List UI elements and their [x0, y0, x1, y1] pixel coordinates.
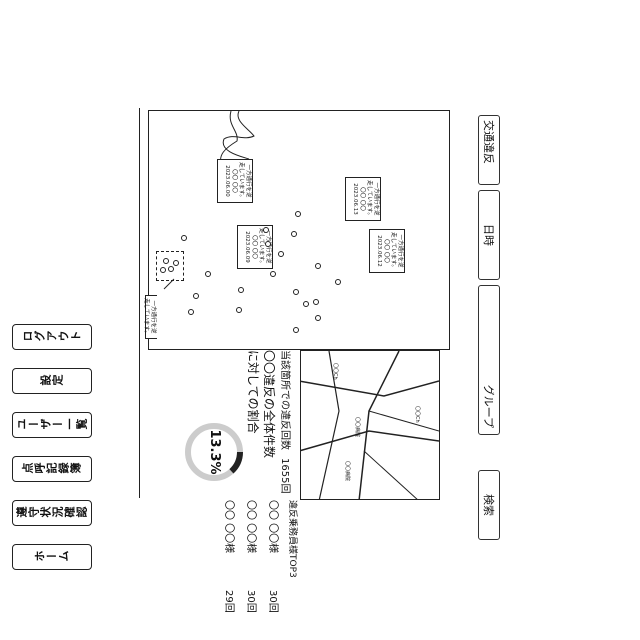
- menu-settings-label: 設定: [40, 373, 64, 389]
- ratio-label-1: 〇〇違反の全体件数: [261, 350, 278, 458]
- violation-point[interactable]: [270, 271, 276, 277]
- violation-point[interactable]: [291, 231, 297, 237]
- minimap-label-2: 〇〇Ch: [414, 406, 421, 423]
- menu-users-label: ユーザー一覧: [16, 417, 88, 433]
- menu-home-label: ホーム: [34, 549, 70, 565]
- menu-compliance-label: 遵守状況確認: [16, 505, 88, 521]
- violation-point[interactable]: [278, 251, 284, 257]
- top3-name-3: 〇〇 〇〇様: [223, 500, 238, 553]
- menu-rollcall-label: 点呼記録簿: [22, 461, 82, 477]
- violation-point[interactable]: [265, 241, 271, 247]
- selection-cluster[interactable]: [156, 251, 184, 281]
- menu-rollcall[interactable]: 点呼記録簿: [12, 456, 92, 482]
- menu-settings[interactable]: 設定: [12, 368, 92, 394]
- marker-text: 一方通行を逆走しています。: [142, 298, 156, 336]
- ratio-label-2: に対しての割合: [245, 350, 262, 434]
- violation-point[interactable]: [313, 299, 319, 305]
- datetime-label: 日時: [481, 224, 497, 246]
- marker-date: 2023.06.09: [243, 228, 250, 266]
- ratio-value: 13.3%: [207, 420, 222, 484]
- search-button[interactable]: 検索: [478, 470, 500, 540]
- minimap-label-3: 〇〇病院: [354, 417, 361, 437]
- violation-point[interactable]: [315, 315, 321, 321]
- violation-point[interactable]: [173, 260, 179, 266]
- top3-count-3: 29回: [223, 590, 238, 613]
- violation-point[interactable]: [168, 266, 174, 272]
- top3-count-1: 30回: [267, 590, 282, 613]
- marker-date: 2023.06.13: [351, 180, 358, 218]
- marker-date: 2023.06.00: [223, 162, 230, 200]
- menu-logout[interactable]: ログアウト: [12, 324, 92, 350]
- count-label: 当該箇所での違反回数: [279, 350, 294, 450]
- minimap-label-4: 〇〇病院: [344, 461, 351, 481]
- menu-logout-label: ログアウト: [22, 329, 82, 345]
- marker-driver: 〇〇 〇〇: [358, 180, 365, 218]
- stats-panel: 当該箇所での違反回数 1655回 〇〇違反の全体件数 に対しての割合 13.3%: [140, 350, 300, 500]
- top3-name-1: 〇〇 〇〇様: [267, 500, 282, 553]
- top3-count-2: 30回: [245, 590, 260, 613]
- count-value: 1655回: [279, 458, 294, 493]
- marker-text: 一方通行を逆走しています。: [237, 162, 251, 200]
- violation-point[interactable]: [335, 279, 341, 285]
- violation-point[interactable]: [160, 267, 166, 273]
- group-field[interactable]: グループ: [478, 285, 500, 435]
- top3-name-2: 〇〇 〇〇様: [245, 500, 260, 553]
- violation-point[interactable]: [188, 309, 194, 315]
- marker-text: 一方通行を逆走しています。: [257, 228, 271, 266]
- marker-driver: 〇〇 〇〇: [230, 162, 237, 200]
- marker-driver: 〇〇 〇〇: [382, 232, 389, 270]
- map-marker-label-1[interactable]: 一方通行を逆走しています。 〇〇 〇〇 2023.06.12: [369, 229, 405, 273]
- map-marker-label-2[interactable]: 一方通行を逆走しています。 〇〇 〇〇 2023.06.13: [345, 177, 381, 221]
- top3-title: 違反乗務員様TOP3: [287, 500, 300, 578]
- violation-point[interactable]: [163, 258, 169, 264]
- violation-point[interactable]: [181, 235, 187, 241]
- violation-point[interactable]: [236, 307, 242, 313]
- search-label: 検索: [481, 494, 497, 516]
- minimap[interactable]: 〇〇Ch 〇〇Ch 〇〇病院 〇〇病院: [300, 350, 440, 500]
- datetime-field[interactable]: 日時: [478, 190, 500, 280]
- violation-point[interactable]: [293, 289, 299, 295]
- violation-point[interactable]: [303, 301, 309, 307]
- minimap-label-1: 〇〇Ch: [332, 363, 339, 380]
- map-marker-label-5[interactable]: 一方通行を逆走しています。: [145, 295, 157, 339]
- menu-users[interactable]: ユーザー一覧: [12, 412, 92, 438]
- marker-text: 一方通行を逆走しています。: [389, 232, 403, 270]
- marker-text: 一方通行を逆走しています。: [365, 180, 379, 218]
- menu-compliance[interactable]: 遵守状況確認: [12, 500, 92, 526]
- top3-panel: [180, 500, 300, 630]
- ratio-donut: 13.3%: [182, 420, 246, 484]
- menu-home[interactable]: ホーム: [12, 544, 92, 570]
- marker-date: 2023.06.12: [375, 232, 382, 270]
- marker-driver: 〇〇 〇〇: [250, 228, 257, 266]
- group-label: グループ: [481, 385, 497, 428]
- violation-point[interactable]: [238, 287, 244, 293]
- violation-map[interactable]: 一方通行を逆走しています。 〇〇 〇〇 2023.06.12 一方通行を逆走して…: [148, 110, 450, 350]
- violation-point[interactable]: [263, 227, 269, 233]
- menu-divider: [139, 108, 140, 498]
- violation-type-label: 交通違反: [481, 120, 497, 164]
- minimap-roads: [300, 351, 439, 500]
- violation-type-field[interactable]: 交通違反: [478, 115, 500, 185]
- violation-point[interactable]: [205, 271, 211, 277]
- violation-point[interactable]: [315, 263, 321, 269]
- violation-point[interactable]: [293, 327, 299, 333]
- violation-point[interactable]: [193, 293, 199, 299]
- map-marker-label-4[interactable]: 一方通行を逆走しています。 〇〇 〇〇 2023.06.00: [217, 159, 253, 203]
- violation-point[interactable]: [295, 211, 301, 217]
